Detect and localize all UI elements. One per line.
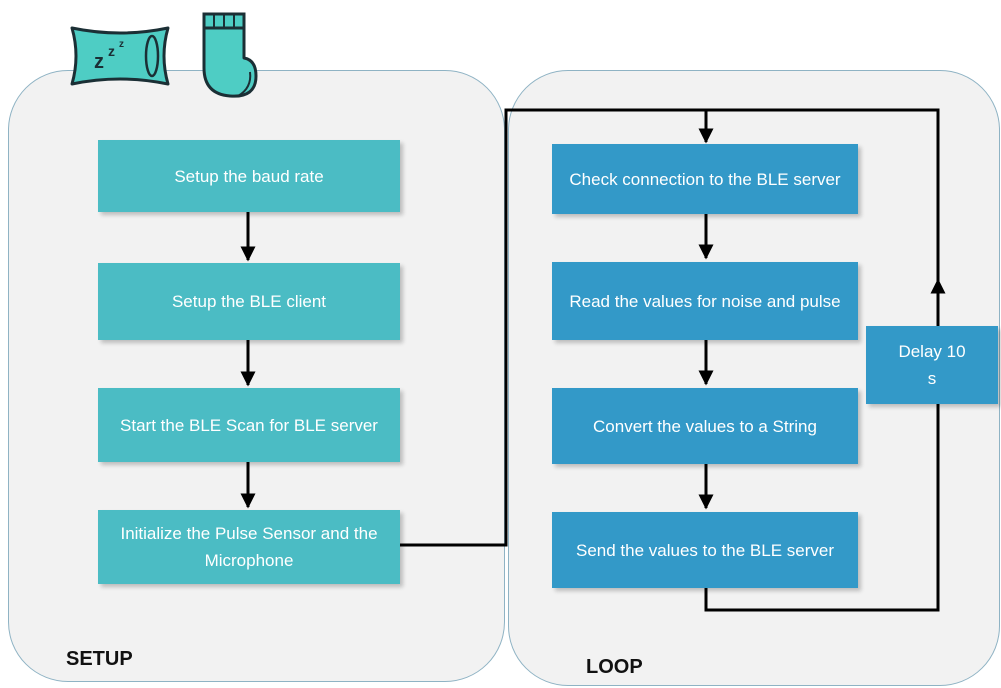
svg-text:z: z (94, 51, 104, 73)
loop-step-check-connection: Check connection to the BLE server (552, 144, 858, 214)
loop-delay-box: Delay 10 s (866, 326, 998, 404)
loop-step-read-values: Read the values for noise and pulse (552, 262, 858, 340)
pillow-icon: z z z (70, 26, 170, 86)
loop-step-convert-values: Convert the values to a String (552, 388, 858, 464)
setup-step-ble-scan: Start the BLE Scan for BLE server (98, 388, 400, 462)
arrow-delay-to-start (706, 108, 940, 282)
loop-step-send-values: Send the values to the BLE server (552, 512, 858, 588)
arrow-loop-to-delay (704, 404, 940, 612)
setup-step-init-sensors: Initialize the Pulse Sensor and the Micr… (98, 510, 400, 584)
arrow-setup-to-loop (400, 108, 714, 547)
setup-step-baud-rate: Setup the baud rate (98, 140, 400, 212)
svg-text:z: z (108, 43, 115, 59)
setup-step-ble-client: Setup the BLE client (98, 263, 400, 340)
sock-icon (202, 12, 258, 98)
svg-text:z: z (119, 39, 124, 50)
loop-section-label: LOOP (586, 656, 643, 678)
setup-section-label: SETUP (66, 648, 133, 670)
